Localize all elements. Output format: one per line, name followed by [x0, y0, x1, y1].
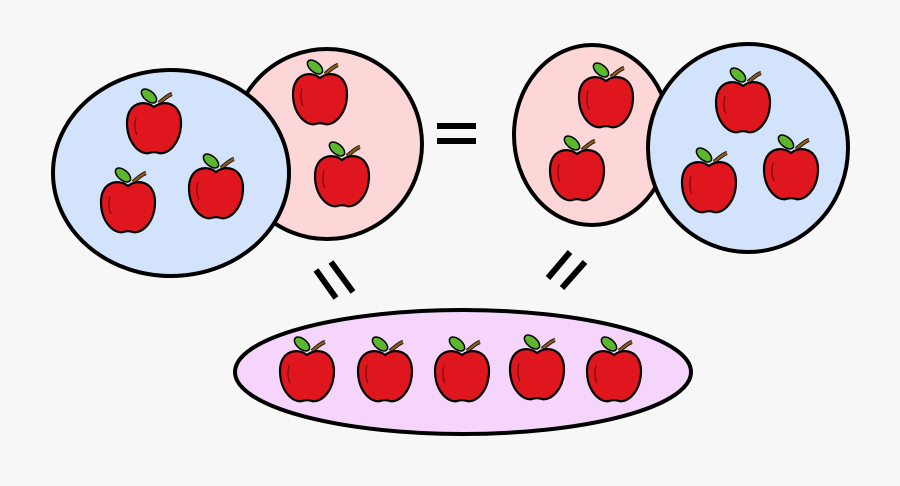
- group-right-pink: [512, 43, 672, 227]
- equals-sign-top: [437, 123, 476, 144]
- equals-sign-right-diagonal: [545, 250, 588, 290]
- group-right-blue: [646, 42, 850, 254]
- equals-sign-left-diagonal: [313, 260, 356, 300]
- group-bottom-total: [233, 308, 693, 436]
- group-left-blue: [51, 68, 291, 278]
